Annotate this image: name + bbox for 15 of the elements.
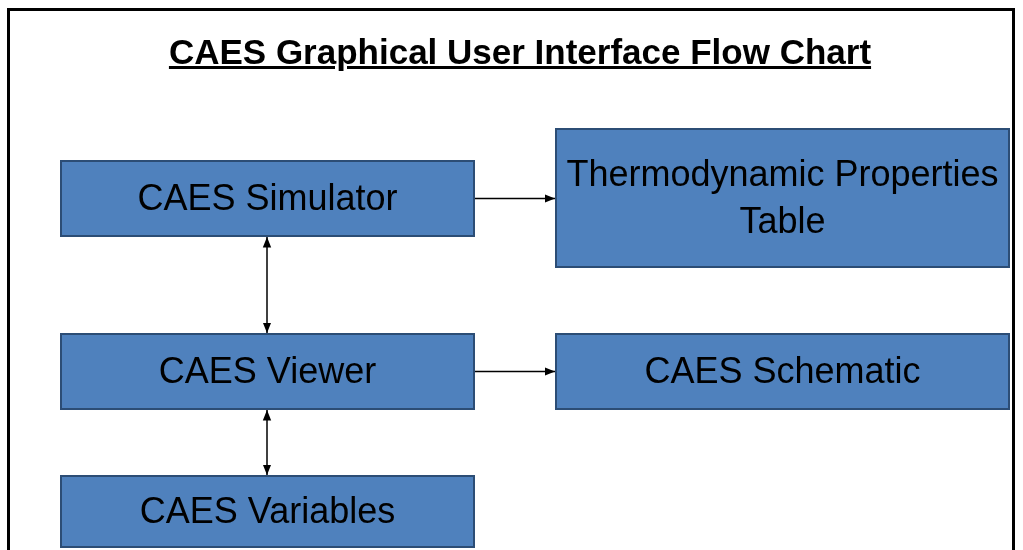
arrow (474, 194, 556, 203)
process-box (60, 475, 475, 548)
arrow (262, 236, 272, 334)
box-label: Thermodynamic Properties Table (565, 152, 1000, 243)
box-label: CAES Viewer (158, 349, 377, 394)
process-box (555, 333, 1010, 410)
arrow (474, 367, 556, 376)
box-label: CAES Variables (139, 489, 396, 534)
box-label: CAES Simulator (137, 176, 398, 221)
process-box (60, 333, 475, 410)
arrow (262, 409, 272, 476)
process-box (555, 128, 1010, 268)
box-label: CAES Schematic (644, 349, 921, 394)
title: CAES Graphical User Interface Flow Chart (167, 32, 873, 72)
process-box (60, 160, 475, 237)
